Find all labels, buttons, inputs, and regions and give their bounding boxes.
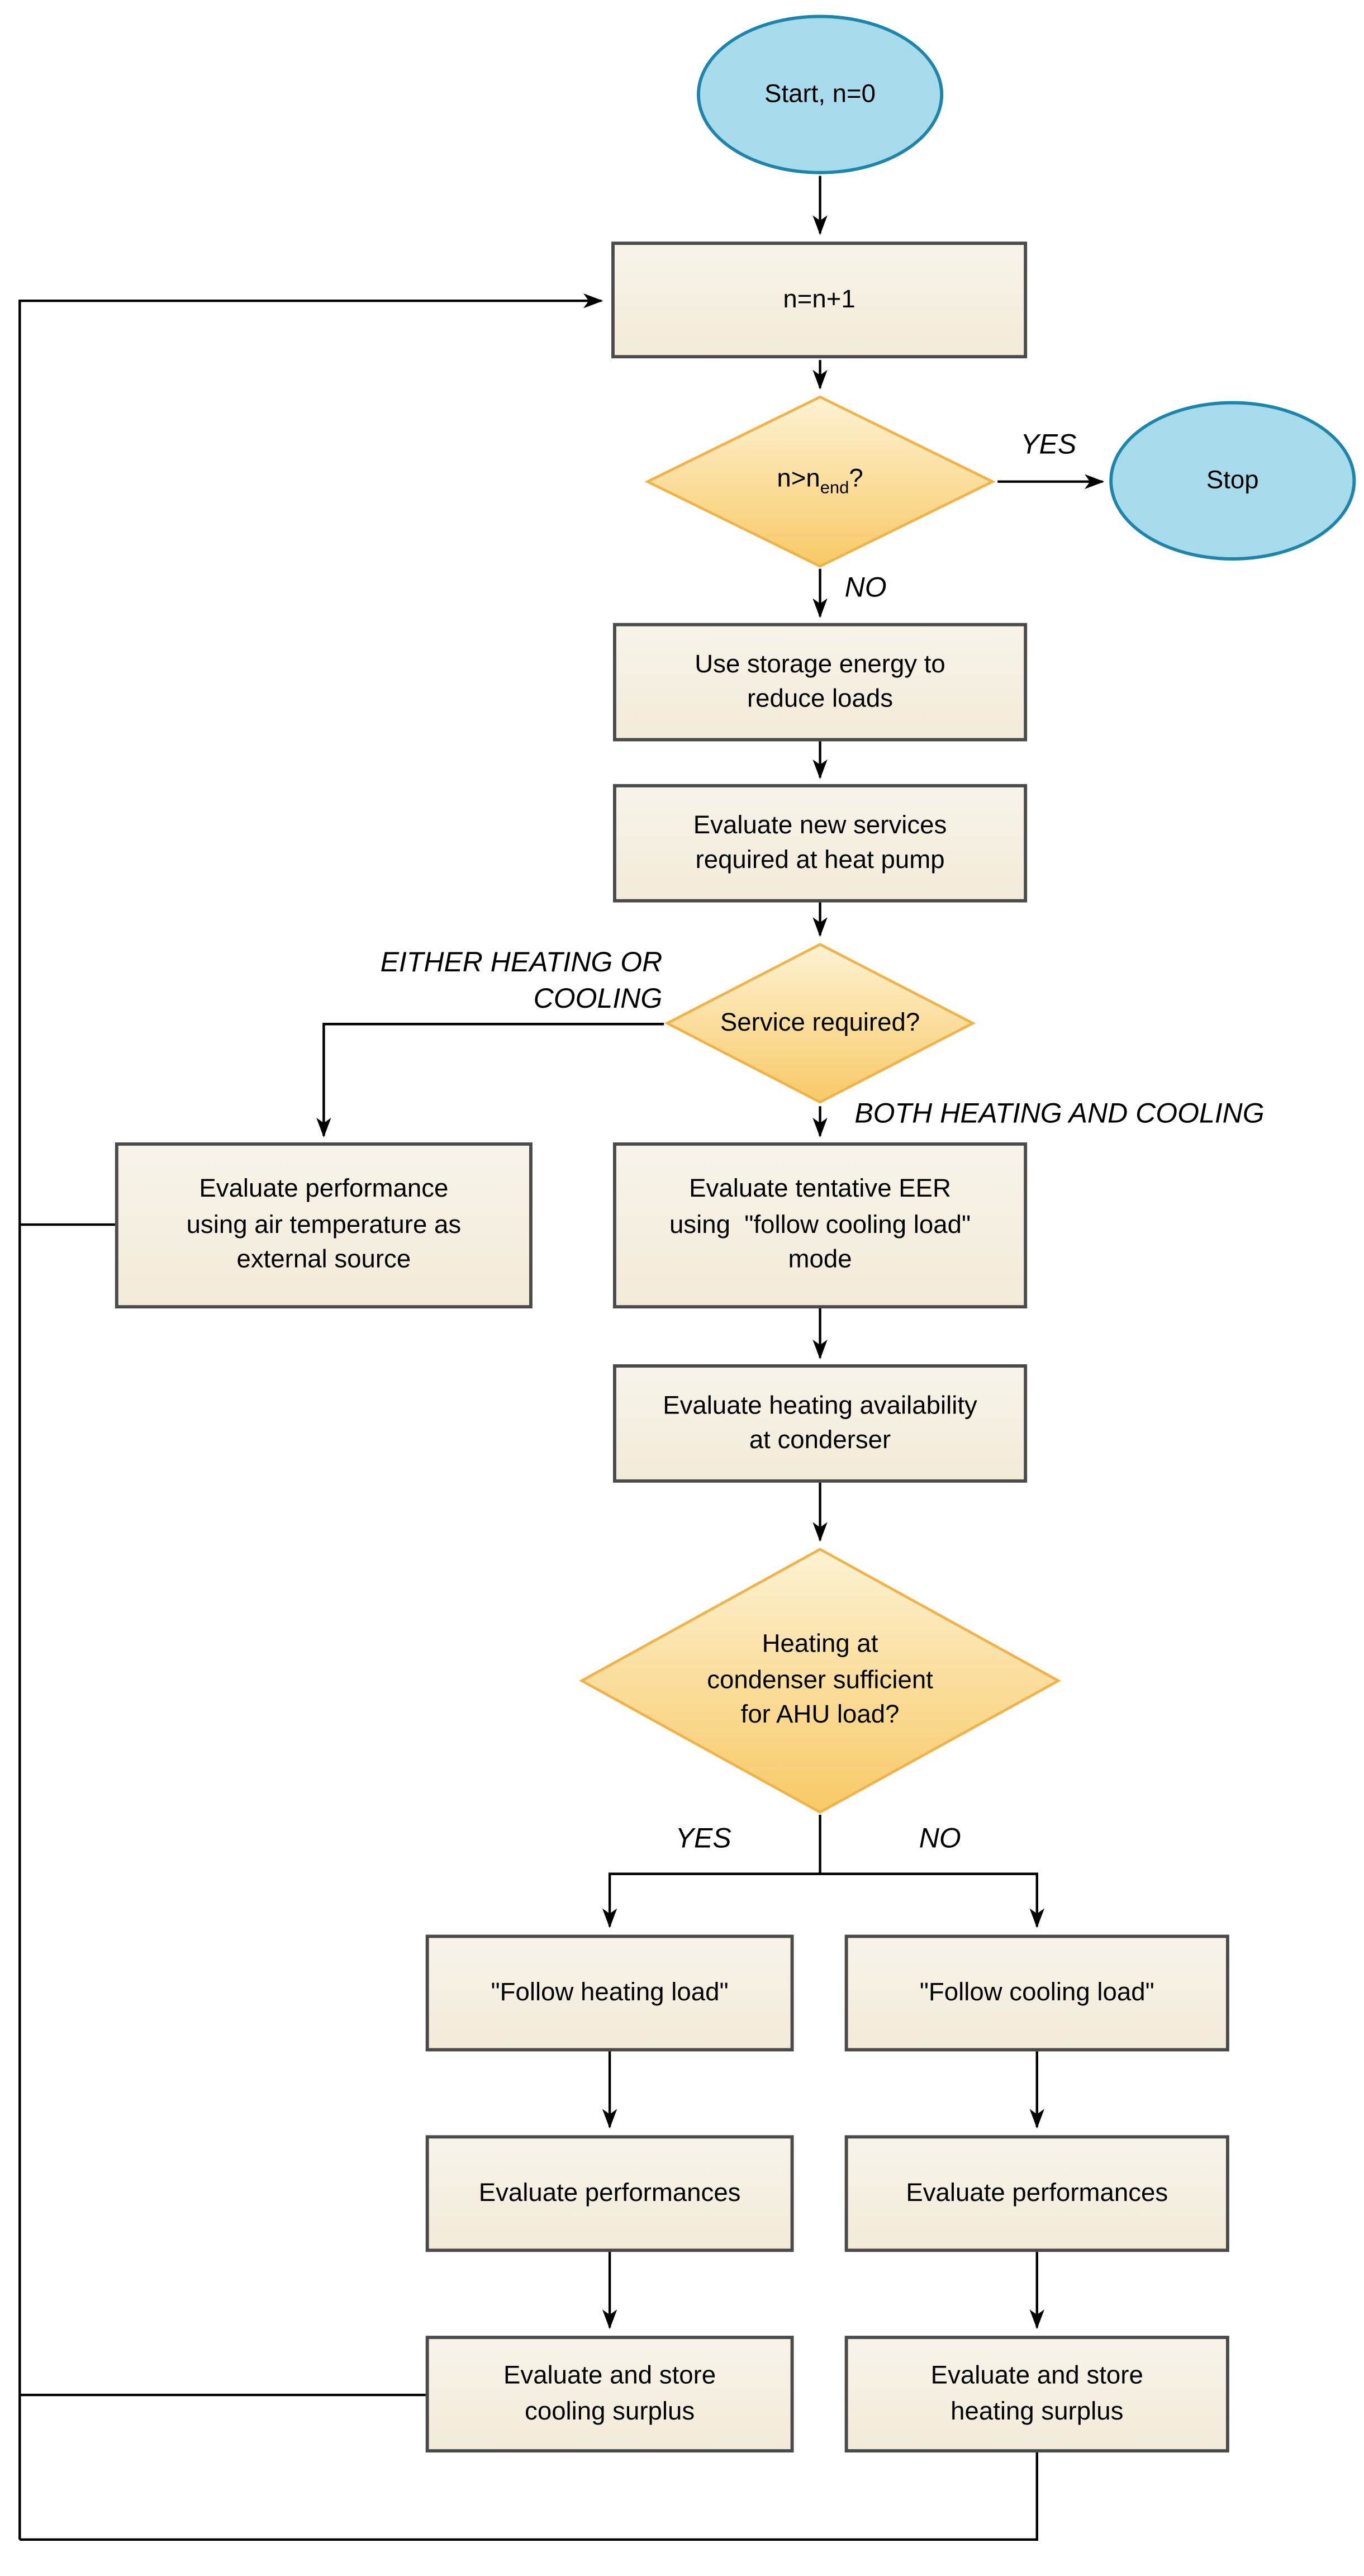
node-label-end-check: n>nend? — [777, 462, 863, 501]
edge-label-yes-top: YES — [1020, 429, 1077, 461]
edge-split-followcooling — [820, 1872, 1045, 1928]
node-label-ahu-check: Heating at condenser sufficient for AHU … — [707, 1631, 933, 1730]
edge-split-followheating — [602, 1872, 820, 1928]
edge-label-no-bottom: NO — [919, 1823, 961, 1854]
node-label-cooling-surplus: Evaluate and store cooling surplus — [503, 2362, 716, 2426]
process-cooling-surplus: Evaluate and store cooling surplus — [425, 2336, 794, 2452]
node-label-eval-perf-right: Evaluate performances — [906, 2179, 1168, 2208]
terminator-stop: Stop — [1109, 401, 1356, 561]
process-heating-avail: Evaluate heating availability at conders… — [612, 1364, 1028, 1483]
diamond-shape — [644, 395, 996, 568]
node-label-new-services: Evaluate new services required at heat p… — [693, 811, 947, 875]
edge-heatingsurplus-loop — [20, 2452, 1038, 2541]
decision-ahu-check: Heating at condenser sufficient for AHU … — [578, 1546, 1062, 1814]
decision-end-check: n>nend? — [644, 395, 996, 569]
node-label-heating-surplus: Evaluate and store heating surplus — [930, 2362, 1143, 2426]
process-increment: n=n+1 — [611, 241, 1028, 359]
decision-service-required: Service required? — [664, 942, 976, 1104]
diamond-shape — [664, 942, 976, 1104]
node-label-eval-perf-left: Evaluate performances — [478, 2179, 741, 2208]
end-check-subscript: end — [820, 478, 849, 499]
end-check-prefix: n>n — [777, 465, 820, 494]
node-label-use-storage: Use storage energy to reduce loads — [695, 650, 945, 714]
edge-label-yes-bottom: YES — [675, 1823, 731, 1854]
node-label-follow-heating: "Follow heating load" — [491, 1979, 729, 2007]
edge-label-no-top: NO — [844, 572, 887, 604]
node-label-heating-avail: Evaluate heating availability at conders… — [663, 1391, 977, 1455]
diamond-polygon — [664, 942, 976, 1104]
process-eval-perf-left: Evaluate performances — [425, 2135, 794, 2252]
node-label-eer: Evaluate tentative EER using "follow coo… — [669, 1176, 978, 1274]
process-air-temp: Evaluate performance using air temperatu… — [115, 1142, 533, 1309]
edge-label-either-heating-or-cooling: EITHER HEATING OR COOLING — [380, 947, 663, 1014]
process-use-storage: Use storage energy to reduce loads — [612, 623, 1028, 742]
node-label-increment: n=n+1 — [783, 286, 856, 314]
process-eval-perf-right: Evaluate performances — [844, 2135, 1229, 2252]
node-label-stop: Stop — [1206, 466, 1259, 495]
diamond-polygon — [579, 1548, 1061, 1814]
edge-label-both-heating-and-cooling: BOTH HEATING AND COOLING — [854, 1098, 1265, 1130]
process-follow-heating: "Follow heating load" — [425, 1934, 794, 2052]
process-eer: Evaluate tentative EER using "follow coo… — [612, 1142, 1028, 1309]
process-follow-cooling: "Follow cooling load" — [844, 1934, 1229, 2052]
diamond-shape — [579, 1548, 1061, 1814]
node-label-start: Start, n=0 — [764, 80, 876, 108]
node-label-follow-cooling: "Follow cooling load" — [919, 1979, 1154, 2007]
process-new-services: Evaluate new services required at heat p… — [612, 784, 1028, 903]
process-heating-surplus: Evaluate and store heating surplus — [844, 2336, 1229, 2452]
node-label-service-required: Service required? — [720, 1009, 920, 1037]
edge-servicerequired-airtemp — [316, 1023, 664, 1138]
diamond-polygon — [644, 395, 996, 568]
edge-loopback-increment — [18, 293, 603, 2540]
node-label-air-temp: Evaluate performance using air temperatu… — [186, 1176, 462, 1274]
end-check-suffix: ? — [849, 465, 863, 494]
terminator-start: Start, n=0 — [696, 15, 944, 174]
